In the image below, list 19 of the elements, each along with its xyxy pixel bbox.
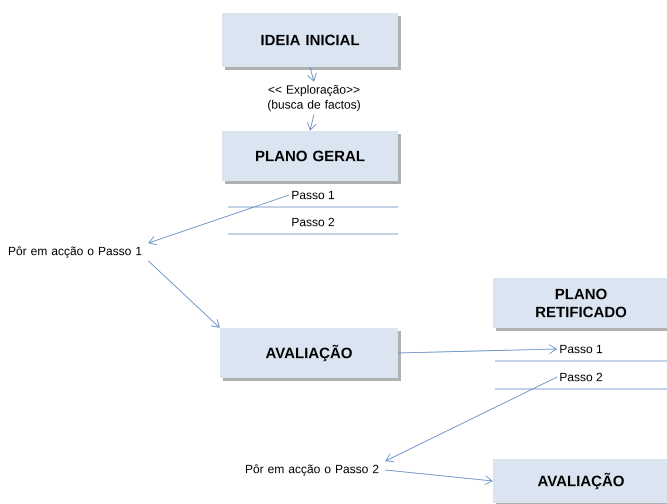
step-label: Passo 1	[560, 344, 602, 354]
arrow	[307, 114, 317, 131]
title-box: AVALIAÇÃO	[220, 328, 401, 381]
text-label: Pôr em acção o Passo 1	[8, 246, 142, 258]
title-box: AVALIAÇÃO	[493, 459, 667, 504]
arrow	[398, 344, 558, 354]
arrow	[307, 66, 317, 82]
title-box: IDEIA INICIAL	[222, 13, 401, 70]
text-label: Pôr em acção o Passo 2	[246, 464, 378, 476]
step-label: Passo 2	[292, 218, 334, 226]
arrow	[148, 260, 220, 328]
title-box: PLANO GERAL	[222, 131, 401, 184]
step-label: Passo 1	[292, 190, 334, 200]
arrow	[384, 470, 493, 486]
arrow	[385, 376, 558, 462]
text-label: << Exploração>> (busca de factos)	[268, 84, 360, 112]
arrow	[148, 194, 290, 246]
step-label: Passo 2	[560, 372, 602, 382]
title-box: PLANO RETIFICADO	[493, 278, 667, 331]
